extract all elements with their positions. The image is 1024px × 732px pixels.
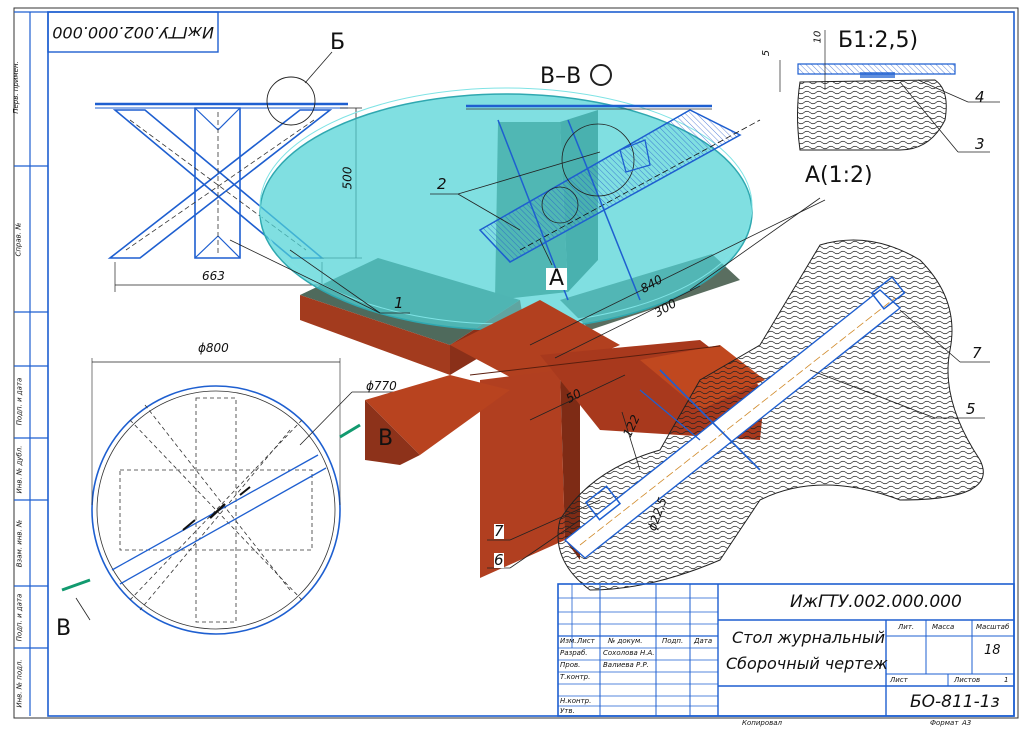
strip-label-dubl: Инв. № дубл.: [15, 445, 24, 494]
role-nkontr: Н.контр.: [560, 697, 592, 705]
title-doc-code: ИжГТУ.002.000.000: [790, 592, 962, 612]
detail-b-label: Б1:2,5): [838, 28, 919, 53]
pos-7-detail: 7: [972, 344, 982, 362]
role-utv: Утв.: [560, 707, 575, 715]
title-sheets-count: 1: [1004, 676, 1009, 684]
title-lit: Лит.: [898, 623, 915, 631]
pos-4: 4: [975, 88, 985, 106]
dim-770: ϕ770: [366, 379, 397, 393]
top-view: [61, 358, 400, 635]
title-org-code: БО-811-1з: [910, 692, 1000, 712]
dim-5: 5: [761, 49, 773, 57]
label-a: А: [546, 268, 568, 290]
pos-1: 1: [394, 294, 404, 312]
label-v-left: В: [56, 616, 72, 641]
strip-label-podp1: Подп. и дата: [15, 377, 24, 426]
role-razrab: Разраб.: [560, 649, 588, 657]
title-sheets: Листов: [954, 676, 981, 684]
name-razrab: Сохолова Н.А.: [603, 649, 655, 657]
title-masshtab: Масштаб: [976, 623, 1010, 631]
detail-a: [557, 197, 990, 591]
mirrored-stamp-code: ИжГТУ.002.000.000: [52, 23, 214, 42]
detail-b: [779, 30, 1000, 153]
pos-7-model: 7: [494, 522, 504, 540]
strip-label-sprav: Справ. №: [14, 222, 23, 257]
pos-6: 6: [494, 551, 504, 569]
title-name-line1: Стол журнальный: [732, 628, 886, 647]
dim-500: 500: [340, 166, 355, 190]
dim-800: ϕ800: [198, 341, 229, 355]
left-strip: [14, 11, 48, 716]
detail-a-label: А(1:2): [805, 163, 873, 188]
strip-label-podl: Инв. № подл.: [15, 659, 24, 708]
hdr-izm: Изм.: [560, 637, 577, 645]
section-vv-circle-icon: [590, 64, 612, 86]
section-vv-label: В–В: [540, 64, 582, 89]
hdr-podp: Подп.: [662, 637, 684, 645]
strip-label-vzam: Взам. инв. №: [15, 519, 24, 568]
footer-format: Формат: [930, 719, 959, 727]
pos-2: 2: [437, 175, 447, 193]
footer-format-value: А3: [962, 719, 972, 727]
name-prov: Валиева Р.Р.: [603, 661, 649, 669]
label-v-right: В: [378, 426, 394, 451]
title-scale-value: 18: [984, 643, 1001, 658]
pos-5: 5: [966, 400, 976, 418]
pos-3: 3: [975, 135, 985, 153]
footer-copied: Копировал: [742, 719, 782, 727]
callout-b: Б: [330, 30, 346, 55]
title-name-line2: Сборочный чертеж: [726, 654, 888, 673]
title-block: [557, 583, 1015, 717]
dim-10: 10: [812, 30, 824, 44]
hdr-dokum: № докум.: [608, 637, 643, 645]
strip-label-podp2: Подп. и дата: [15, 593, 24, 642]
title-massa: Масса: [932, 623, 955, 631]
role-tkontr: Т.контр.: [560, 673, 591, 681]
dim-663: 663: [202, 269, 225, 283]
hdr-data: Дата: [694, 637, 713, 645]
strip-label-perv: Перв. примен.: [11, 61, 20, 114]
role-prov: Пров.: [560, 661, 581, 669]
title-sheet: Лист: [890, 676, 908, 684]
hdr-list: Лист: [577, 637, 595, 645]
